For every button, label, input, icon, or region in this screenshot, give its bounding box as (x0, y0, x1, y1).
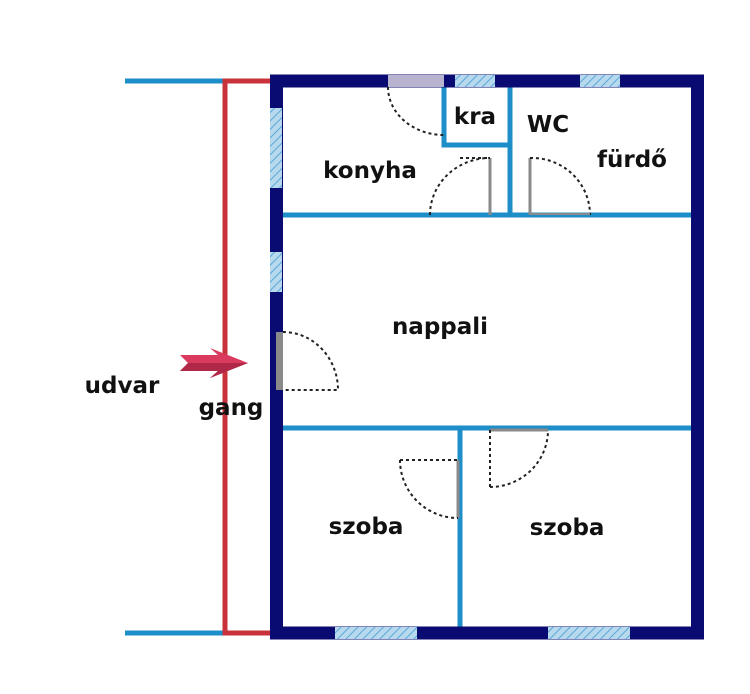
window-top-kra (455, 75, 495, 87)
arrow-right-icon-shade (180, 363, 248, 378)
window-left-konyha (270, 108, 282, 188)
room-label-wc: WC (527, 112, 569, 138)
windows (270, 75, 630, 639)
door-szoba-right (489, 428, 549, 488)
window-top-furdo (580, 75, 620, 87)
window-left-nappali (270, 252, 282, 292)
door-entrance-swing (282, 331, 340, 391)
arrow-right-icon (180, 348, 248, 378)
door-kra-swing (387, 86, 445, 136)
door-szoba-left-swing (399, 459, 459, 519)
door-konyha (429, 157, 492, 216)
room-label-szoba-left: szoba (329, 514, 404, 540)
door-wc-swing (529, 156, 591, 216)
door-konyha-swing (429, 157, 491, 216)
door-szoba-right-swing (489, 429, 549, 488)
room-label-konyha: konyha (323, 158, 417, 184)
door-kra-panel (388, 75, 444, 87)
room-label-udvar: udvar (85, 373, 160, 399)
inner-walls (283, 81, 693, 633)
room-label-kra: kra (454, 104, 496, 130)
window-bottom-szoba-left (335, 627, 417, 639)
wall-kra-box (441, 81, 510, 148)
room-label-gang: gang (199, 395, 264, 421)
door-wc (528, 156, 591, 216)
room-label-szoba-right: szoba (530, 515, 605, 541)
door-entrance-panel (276, 332, 283, 390)
door-entrance (276, 331, 340, 391)
door-szoba-left (399, 459, 460, 519)
window-bottom-szoba-right (548, 627, 630, 639)
room-label-furdo: fürdő (597, 147, 667, 173)
room-label-nappali: nappali (392, 314, 488, 340)
door-kra (387, 75, 445, 136)
